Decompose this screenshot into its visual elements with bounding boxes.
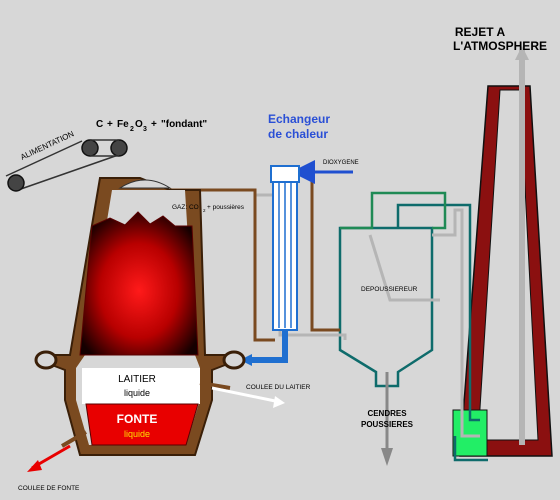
formula-plus-2: + (151, 119, 157, 130)
fonte-label: FONTE (117, 412, 158, 426)
formula-plus-1: + (107, 119, 113, 130)
gaz-label-prefix: GAZ: CO (172, 204, 199, 211)
fonte-liquide-label: liquide (124, 429, 150, 439)
formula-sub-2: 2 (130, 126, 134, 133)
formula-fondant: "fondant" (161, 119, 207, 130)
formula-fe: Fe (117, 119, 129, 130)
coulee-fonte-label: COULEE DE FONTE (18, 485, 80, 492)
formula-sub-3: 3 (143, 126, 147, 133)
blast-furnace (34, 177, 246, 456)
gaz-label-suffix: + poussières (207, 204, 245, 211)
coulee-laitier-label: COULEE DU LAITIER (246, 384, 311, 391)
chimney (452, 46, 553, 457)
depoussiereur-label: DEPOUSSIEREUR (361, 286, 418, 293)
laitier-label: LAITIER (118, 374, 156, 385)
formula-o: O (135, 119, 143, 130)
conveyor-roller-icon (7, 174, 25, 192)
cendres-label-line1: CENDRES (367, 409, 407, 418)
flow-arrows (27, 386, 285, 472)
cendres-label-line2: POUSSIERES (361, 420, 414, 429)
echangeur-label-line2: de chaleur (268, 127, 328, 141)
pipe-network (255, 191, 488, 462)
laitier-liquide-label: liquide (124, 388, 150, 398)
echangeur-label-line1: Echangeur (268, 112, 330, 126)
formula-c: C (96, 119, 103, 130)
dioxygene-label: DIOXYGENE (323, 160, 359, 166)
heat-exchanger (170, 160, 353, 366)
conveyor (5, 139, 128, 192)
rejet-label-line1: REJET A (455, 25, 506, 39)
gaz-label-sub: 2 (203, 208, 206, 213)
rejet-label-line2: L'ATMOSPHERE (453, 39, 547, 53)
depoussiereur (338, 226, 440, 466)
